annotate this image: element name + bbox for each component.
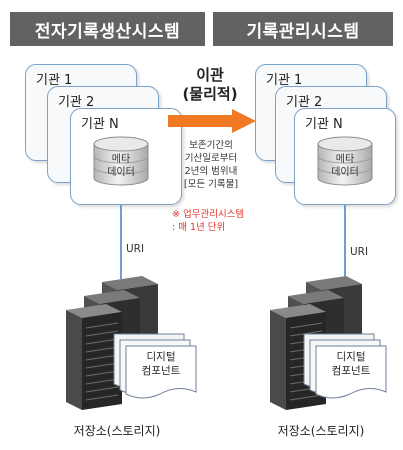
right-card-1-label: 기관 1 (266, 73, 303, 88)
left-card-n-label: 기관 N (81, 117, 119, 132)
transfer-title: 이관 (물리적) (182, 66, 238, 103)
left-component-label: 디지털 컴포넌트 (141, 351, 181, 377)
right-uri-line (344, 204, 346, 279)
right-database-label: 메타 데이터 (331, 154, 359, 178)
left-card-1-label: 기관 1 (36, 73, 73, 88)
right-card-2-label: 기관 2 (286, 95, 323, 110)
transfer-red-note: ※ 업무관리시스템 : 매 1년 단위 (172, 209, 245, 233)
left-database-label: 메타 데이터 (107, 154, 135, 178)
right-card-n-label: 기관 N (305, 117, 343, 132)
right-document-icon (303, 333, 387, 399)
right-system-header: 기록관리시스템 (213, 12, 393, 46)
left-card-2-label: 기관 2 (58, 95, 95, 110)
left-system-header: 전자기록생산시스템 (10, 12, 205, 46)
right-component-label: 디지털 컴포넌트 (331, 351, 371, 377)
right-uri-label: URI (350, 246, 369, 258)
left-storage-label: 저장소(스토리지) (73, 424, 161, 438)
left-document-icon (113, 333, 197, 399)
transfer-arrow-icon (168, 109, 256, 133)
transfer-note: 보존기간의 기산일로부터 2년의 범위내 [모든 기록물] (183, 140, 239, 190)
right-storage-label: 저장소(스토리지) (277, 424, 365, 438)
left-uri-label: URI (126, 243, 145, 255)
left-database-icon (93, 136, 149, 186)
left-uri-line (120, 204, 122, 279)
right-database-icon (317, 136, 373, 186)
